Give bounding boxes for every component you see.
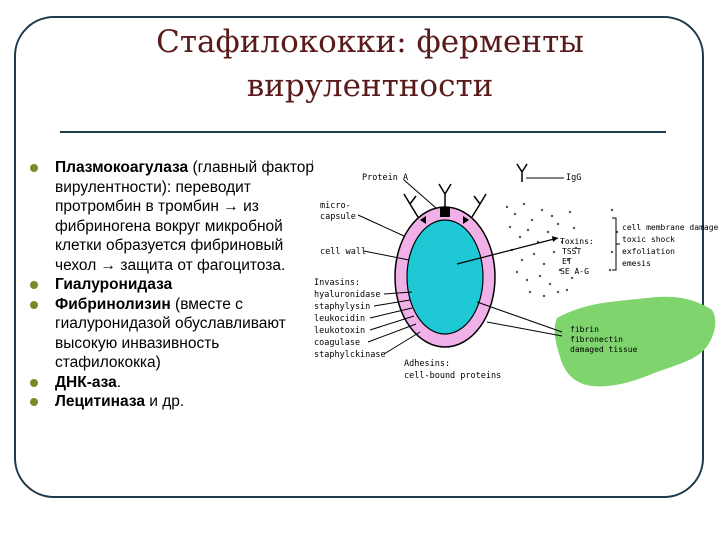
list-item: Лецитиназа и др. — [30, 392, 315, 412]
invasins-label: Invasins: — [314, 278, 360, 288]
enzyme-name: Плазмокоагулаза — [55, 159, 189, 176]
invasin-item: staphylckinase — [314, 350, 386, 360]
bullet-icon — [30, 300, 38, 309]
enzyme-description: . — [116, 373, 122, 391]
bullet-icon — [30, 398, 38, 406]
adhesin-pointer — [486, 321, 563, 337]
microcapsule-label: micro- — [320, 201, 351, 211]
invasin-item: leukocidin — [314, 314, 365, 324]
protein-a-pointer — [403, 179, 437, 209]
bacterial-cell — [406, 219, 484, 335]
invasin-item: leukotoxin — [314, 326, 365, 336]
list-item: Гиалуронидаза — [30, 275, 315, 295]
slide-title: Стафилококки: ферменты вирулентности — [110, 20, 630, 108]
microcapsule-pointer — [357, 214, 405, 237]
enzyme-name: Гиалуронидаза — [55, 276, 173, 293]
damaged-tissue-shape — [554, 296, 716, 387]
protein-a-marker — [440, 207, 450, 217]
invasin-item: hyaluronidase — [314, 290, 381, 300]
invasin-item: coagulase — [314, 338, 360, 348]
enzyme-description: (главный фактор вирулентности): переводи… — [55, 159, 314, 274]
slide-frame — [14, 16, 704, 498]
toxin-item: ET — [562, 257, 572, 266]
invasin-item: staphylysin — [314, 302, 370, 312]
fibrin-label: fibronectin — [570, 335, 623, 344]
microcapsule-label: capsule — [320, 212, 356, 222]
effect-item: cell membrane damage — [622, 223, 719, 232]
title-divider — [60, 131, 666, 133]
title-line-2: вирулентности — [246, 68, 494, 104]
cell-wall-pointer — [363, 250, 410, 261]
toxin-arrow — [456, 237, 559, 265]
invasin-arrows — [367, 291, 421, 355]
arrowhead-icon — [552, 236, 558, 242]
effects-brace — [612, 217, 620, 271]
staphylococcus-diagram: Toxins: TSST ET SE A-G cell membrane dam… — [312, 152, 719, 392]
list-item: Фибринолизин (вместе с гиалуронидазой об… — [30, 295, 315, 373]
surface-receptors — [403, 163, 528, 218]
list-item: ДНК-аза. — [30, 373, 315, 393]
enzyme-description: и др. — [144, 393, 185, 410]
enzyme-description: (вместе с гиалуронидазой обуславливают в… — [55, 295, 286, 372]
effect-item: emesis — [622, 259, 651, 268]
protein-marker — [420, 216, 426, 224]
enzyme-name: Фибринолизин — [55, 295, 171, 313]
title-line-1: Стафилококки: ферменты — [156, 24, 584, 60]
list-item: Плазмокоагулаза (главный фактор вирулент… — [30, 158, 315, 275]
cell-wall-label: cell wall — [320, 247, 366, 257]
effect-item: toxic shock — [622, 235, 675, 244]
bullet-icon — [30, 378, 38, 387]
igg-label: IgG — [566, 173, 581, 183]
toxins-label: Toxins: — [560, 237, 594, 246]
toxin-item: SE A-G — [560, 267, 589, 276]
enzyme-name: ДНК-аза — [55, 373, 117, 391]
effect-item: exfoliation — [622, 247, 675, 256]
adhesins-item: cell-bound proteins — [404, 371, 501, 381]
toxin-dots — [505, 202, 619, 298]
protein-a-label: Protein A — [362, 173, 408, 183]
adhesin-pointer — [476, 301, 563, 333]
enzyme-list: Плазмокоагулаза (главный фактор вирулент… — [30, 158, 315, 412]
fibrin-label: damaged tissue — [570, 345, 638, 354]
bullet-icon — [30, 281, 38, 289]
enzyme-name: Лецитиназа — [55, 393, 145, 410]
protein-marker — [463, 216, 469, 224]
bullet-icon — [30, 164, 38, 172]
fibrin-label: fibrin — [570, 325, 599, 334]
adhesins-label: Adhesins: — [404, 359, 450, 369]
toxin-item: TSST — [562, 247, 581, 256]
